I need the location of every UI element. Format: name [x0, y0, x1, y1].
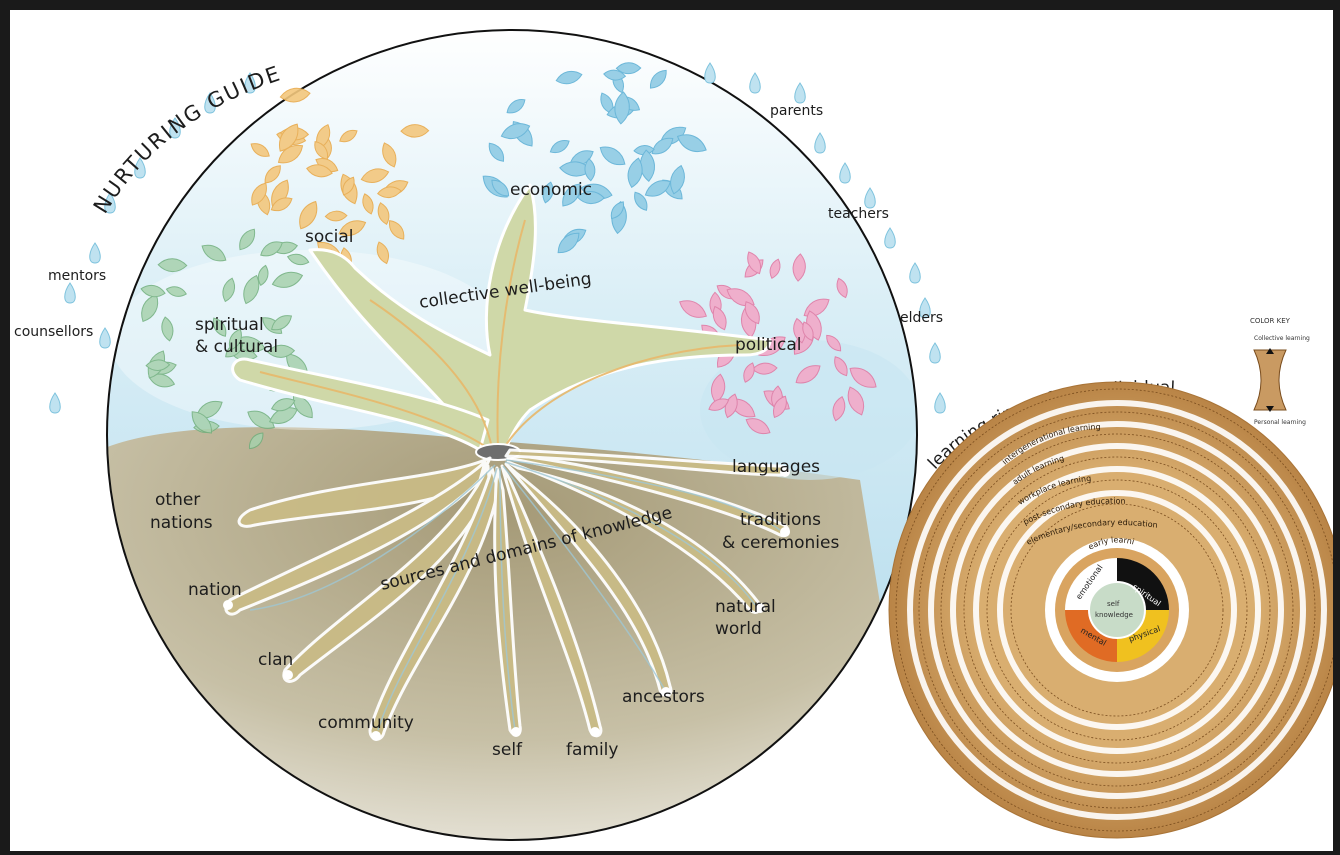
water-drop	[865, 188, 876, 208]
guide-elders: elders	[900, 310, 943, 326]
water-drop	[815, 133, 826, 153]
water-drop	[930, 343, 941, 363]
guide-counsellors: counsellors	[14, 324, 93, 340]
water-drop	[910, 263, 921, 283]
branch-political: political	[735, 335, 802, 355]
root-natural: natural	[715, 597, 776, 617]
branch-spiritual: spiritual	[195, 315, 264, 335]
branch-social: social	[305, 227, 353, 247]
branch-cultural: & cultural	[195, 337, 278, 357]
root-self: self	[492, 740, 523, 760]
color-key-title: COLOR KEY	[1250, 317, 1291, 325]
core-quadrants	[1065, 558, 1169, 662]
root-world: world	[715, 619, 762, 639]
color-key-top: Collective learning	[1254, 335, 1310, 342]
water-drop	[65, 283, 76, 303]
water-drop	[885, 228, 896, 248]
color-key: COLOR KEY Collective learning Personal l…	[1250, 317, 1310, 426]
water-drop	[90, 243, 101, 263]
water-drop	[840, 163, 851, 183]
water-drop	[50, 393, 61, 413]
root-nation: nation	[188, 580, 242, 600]
center-self: self	[1107, 600, 1120, 608]
branch-economic: economic	[510, 180, 592, 200]
water-drop	[795, 83, 806, 103]
root-nations: nations	[150, 513, 213, 533]
water-drop	[705, 63, 716, 83]
water-drop	[100, 328, 111, 348]
root-community: community	[318, 713, 414, 733]
guide-mentors: mentors	[48, 268, 106, 284]
root-family: family	[566, 740, 618, 760]
root-ancestors: ancestors	[622, 687, 705, 707]
root-clan: clan	[258, 650, 293, 670]
color-key-bottom: Personal learning	[1254, 419, 1306, 426]
guide-teachers: teachers	[828, 206, 889, 222]
root-other: other	[155, 490, 200, 510]
root-languages: languages	[732, 457, 820, 477]
center-knowledge: knowledge	[1095, 611, 1133, 619]
root-traditions: traditions	[740, 510, 821, 530]
diagram-canvas: NURTURING GUIDES mentors counsellors par…	[10, 10, 1333, 851]
water-drop	[935, 393, 946, 413]
guide-parents: parents	[770, 103, 823, 119]
water-drop	[750, 73, 761, 93]
diagram-frame: NURTURING GUIDES mentors counsellors par…	[10, 10, 1333, 851]
root-ceremonies: & ceremonies	[722, 533, 839, 553]
